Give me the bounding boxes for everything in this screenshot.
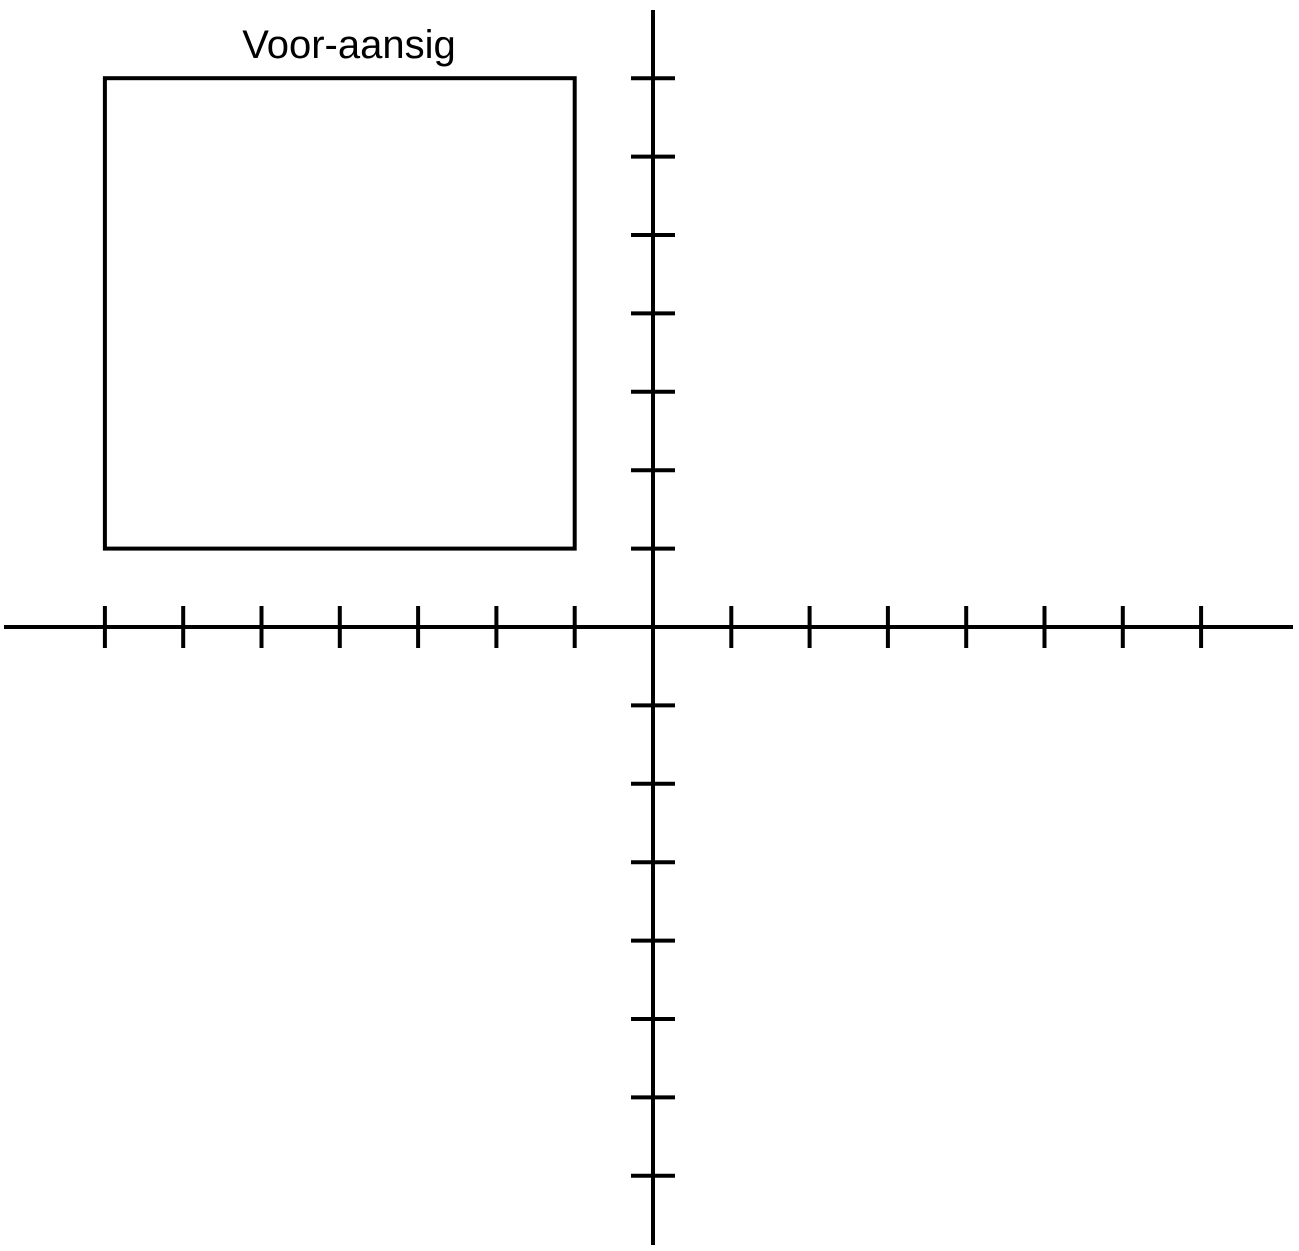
- x-axis-ticks: [102, 606, 1204, 648]
- front-view-label: Voor-aansig: [242, 23, 455, 67]
- y-axis-ticks: [631, 76, 675, 1178]
- front-view-square: [102, 76, 577, 551]
